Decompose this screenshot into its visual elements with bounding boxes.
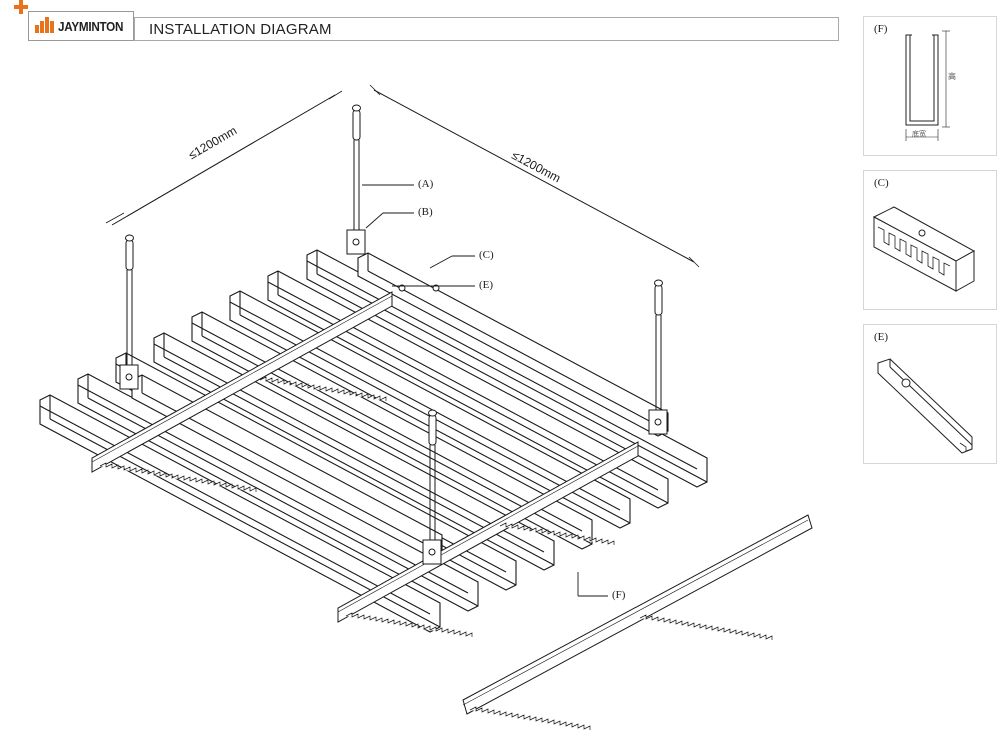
hanger-rod [428,409,437,540]
plus-icon [14,0,28,14]
panel-e-label: (E) [874,331,889,343]
hanger-brackets [119,229,668,565]
panel-f-height-mark: 高 [948,72,956,81]
brand-logo: JAYMINTON [28,11,134,41]
callout-e: (E) [479,279,494,291]
hanger-rod [654,279,663,410]
brand-name: JAYMINTON [58,18,124,34]
callout-a: (A) [418,178,434,190]
loose-slotted-strip [462,514,813,730]
callout-leaders [362,184,608,597]
installation-drawing [39,84,813,730]
header: JAYMINTON INSTALLATION DIAGRAM [14,0,839,42]
callout-f: (F) [612,589,626,601]
title-bar: INSTALLATION DIAGRAM [134,17,839,41]
slotted-carrier-detail-icon [872,206,976,292]
u-channel-profile-icon [905,30,950,141]
carrier-back [357,252,669,437]
dimension-lines [105,84,700,268]
detail-panel-f: (F) 高 底宽 [863,16,997,156]
hanger-rods [125,104,663,540]
callout-c: (C) [479,249,494,261]
hanger-rod [125,234,134,365]
panel-c-label: (C) [874,177,889,189]
page-title: INSTALLATION DIAGRAM [149,21,332,38]
logo-mark-icon [35,17,55,35]
bracket [346,229,366,255]
detail-panel-e: (E) [863,324,997,464]
panel-f-label: (F) [874,23,888,35]
detail-panel-c: (C) [863,170,997,310]
slotted-carrier-front [337,441,639,637]
panel-f-width-mark: 底宽 [912,130,926,138]
bracket [422,539,442,565]
slotted-carrier-back [91,291,393,492]
slotted-carriers [91,291,639,637]
callout-b: (B) [418,206,433,218]
clip-detail-icon [877,358,973,454]
bracket [648,409,668,435]
bracket [119,364,139,390]
hanger-rod [352,104,361,230]
rail [306,249,708,488]
